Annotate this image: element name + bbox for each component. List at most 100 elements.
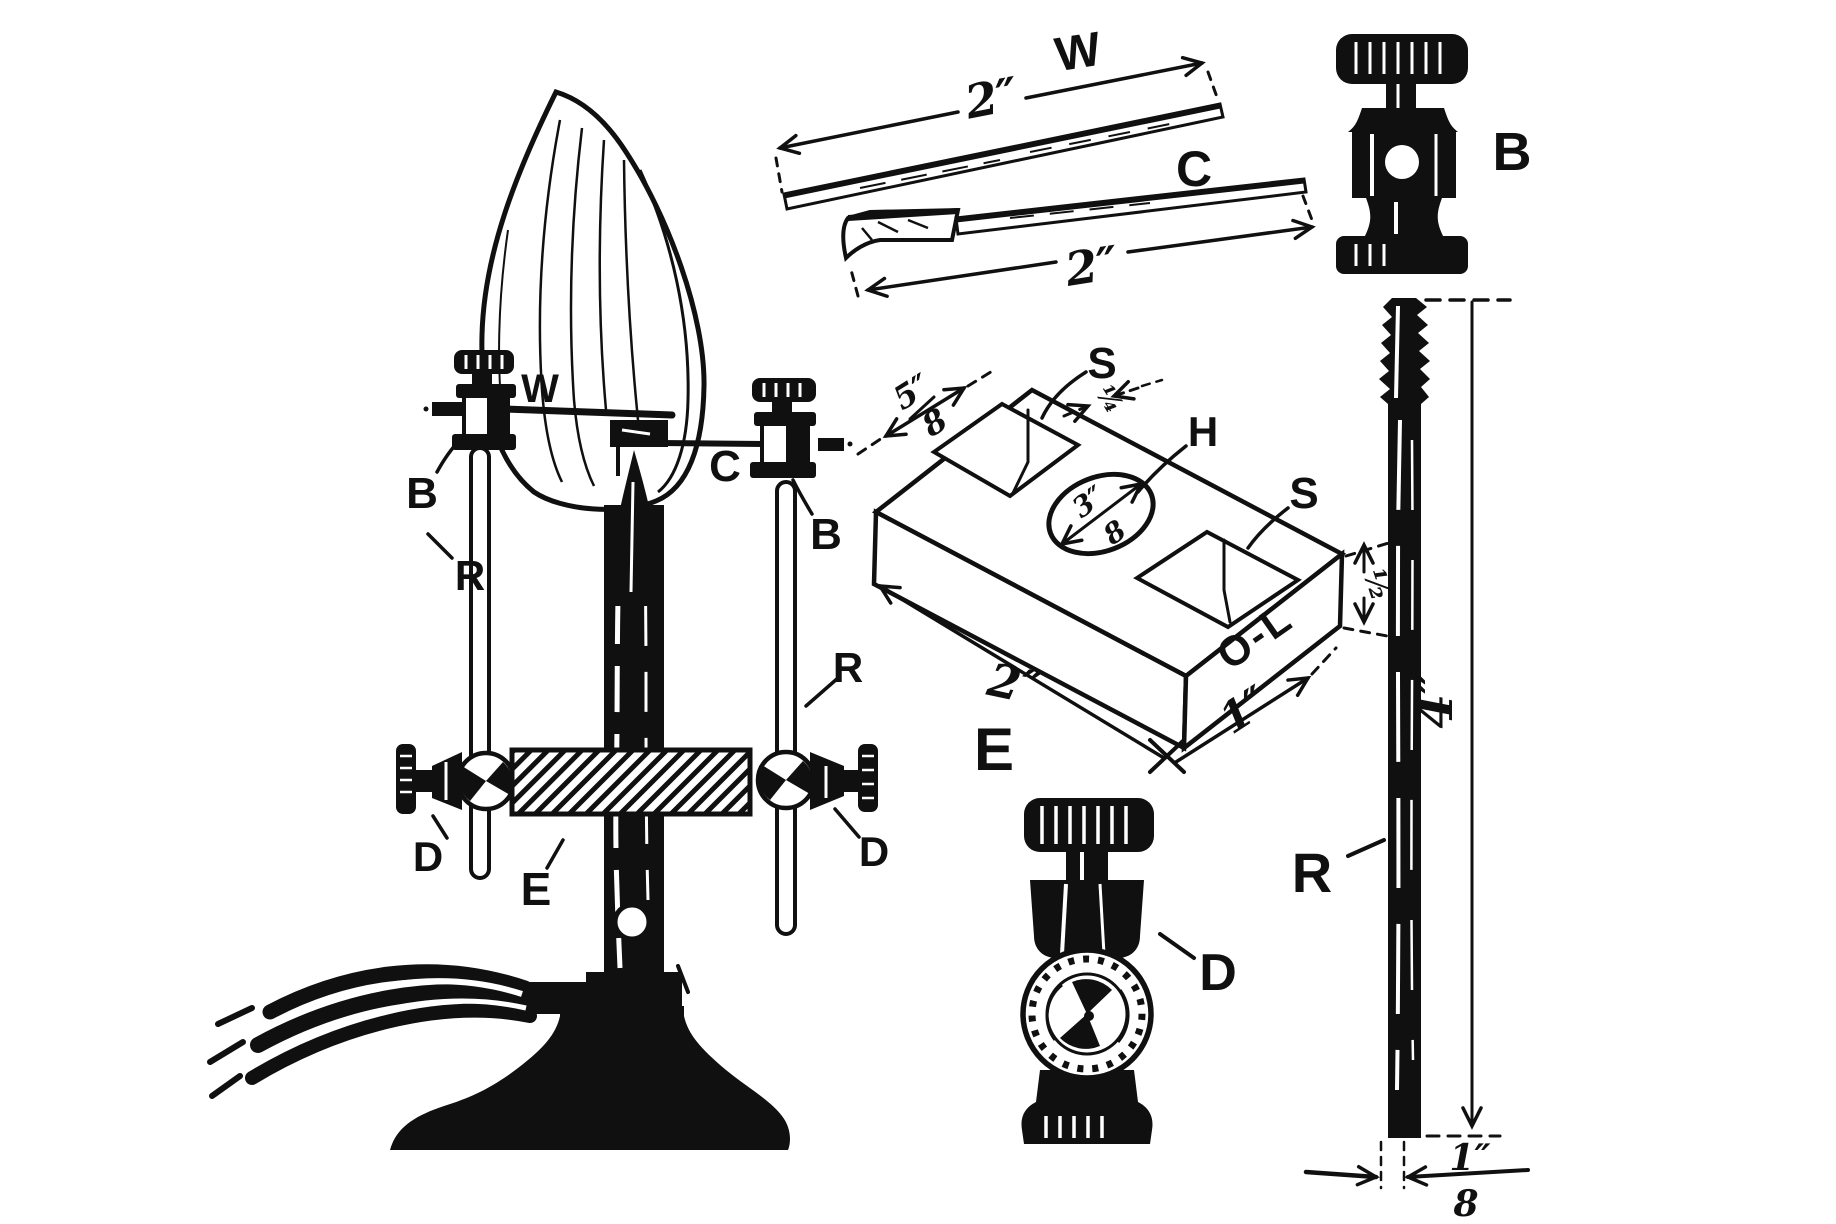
label-r-detail: R: [1292, 841, 1332, 904]
hose-strand: [245, 1003, 537, 1085]
clamp-d-detail: D: [1020, 798, 1237, 1144]
support-rod-left: [469, 446, 491, 880]
binding-screw-right: [750, 378, 853, 478]
slot-a-depth: [1011, 408, 1030, 495]
dim-line: [1404, 1165, 1530, 1187]
label-b-right: B: [810, 510, 842, 559]
wire-stub: [432, 402, 464, 416]
dim-line: [1062, 402, 1092, 423]
dim-extension: [856, 436, 884, 456]
label-d-right: D: [859, 828, 889, 875]
upper-body: [1030, 880, 1144, 958]
label-r-right: R: [833, 644, 863, 691]
leader-e: [545, 838, 565, 870]
leader-b-left: [435, 438, 462, 474]
screw-stem: [414, 770, 434, 792]
leader-r-right: [804, 676, 840, 708]
dim-4in: 4″: [1405, 671, 1464, 729]
wheel-shade: [1072, 979, 1112, 1014]
dim-eighth-den: 8: [1452, 1183, 1478, 1224]
wheel-knurl-ring: [1028, 955, 1146, 1073]
dim-eighth-num: 1″: [1449, 1137, 1490, 1179]
hose-strand: [250, 984, 536, 1053]
flame-streak: [638, 169, 690, 494]
clamp-shade: [487, 398, 506, 436]
dim-2in-w: 2″: [960, 66, 1023, 129]
dim-extension: [1206, 70, 1220, 102]
thread-highlight: [1394, 305, 1400, 399]
binding-screw-left: [423, 350, 516, 450]
block-e-detail: 3″ 8 5″ 8 ¼ ½ 2″ 1″ O-L: [856, 339, 1400, 783]
nut-shade: [458, 766, 486, 801]
wire-w-edge: [783, 103, 1221, 199]
dim-extension: [848, 264, 860, 298]
dim-line: [1024, 55, 1206, 100]
shaft-highlight: [1410, 439, 1415, 1061]
clamp-shade: [786, 426, 806, 462]
leader-r-left: [426, 532, 454, 560]
flame-streak: [569, 127, 596, 487]
wheel-hub: [1084, 1011, 1094, 1021]
shaft-highlight: [1395, 419, 1402, 1091]
dim-line: [1110, 380, 1140, 401]
label-b-detail: B: [1493, 122, 1532, 182]
body-highlight: [1060, 883, 1068, 955]
dim-2in-block: 2″: [982, 652, 1046, 716]
hose-fray: [215, 1005, 255, 1027]
wheel-swirl: [1116, 989, 1130, 1043]
label-h: H: [1188, 408, 1218, 455]
leader-h: [1136, 444, 1188, 494]
burner-base: [390, 1006, 790, 1150]
clamp-flange: [452, 434, 516, 450]
hatched-sleeve-e: [509, 747, 753, 817]
hose-gap: [253, 998, 527, 1065]
label-e-detail: E: [974, 716, 1014, 783]
crossbar-clamp-assembly: [396, 744, 878, 817]
label-d-detail: D: [1199, 944, 1237, 1002]
scoop-hatch: [861, 218, 929, 241]
label-c-detail: C: [1176, 141, 1212, 197]
dim-extension: [774, 156, 784, 194]
dim-line: [864, 260, 1058, 299]
slot-b: [1133, 529, 1302, 630]
corner-x: [1148, 738, 1186, 774]
dim-line: [776, 110, 960, 156]
gas-hose: [207, 964, 537, 1099]
dim-line: [1126, 218, 1316, 254]
wheel-shade: [1060, 1014, 1100, 1049]
hose-fray: [209, 1073, 243, 1099]
dim-extension: [1344, 540, 1394, 558]
wire-grain: [1009, 202, 1151, 219]
support-rod-right: [775, 480, 797, 936]
label-e-burner: E: [521, 863, 552, 915]
wire-w: [502, 405, 676, 419]
leader-r-detail: [1346, 838, 1386, 858]
dim-line: [876, 583, 1166, 760]
junction-highlight: [621, 428, 651, 436]
hole-dia-arrow: [1058, 481, 1145, 547]
leader-d-detail: [1158, 932, 1196, 960]
dim-2in-c: 2″: [1061, 235, 1123, 297]
leader-s1: [1040, 370, 1088, 420]
waist: [1364, 198, 1444, 238]
wire-stub-dot: [847, 441, 853, 447]
dim-extension: [1310, 646, 1338, 676]
label-s2: S: [1289, 469, 1318, 518]
nut-shade: [786, 761, 813, 794]
leader-d-left: [431, 814, 449, 840]
slot-b-depth: [1222, 538, 1232, 624]
wire-w-detail: 2″ W: [774, 23, 1225, 211]
label-w-burner: W: [521, 367, 559, 411]
label-r-left: R: [455, 552, 485, 599]
fraction-bar: [908, 395, 936, 421]
scoop-edge: [847, 208, 959, 221]
slot-length-fraction: 5″ 8: [886, 366, 954, 445]
label-d-left: D: [413, 833, 443, 880]
wire-hole: [1385, 145, 1419, 179]
hose-fray: [207, 1039, 246, 1065]
screw-stem: [1066, 850, 1108, 882]
wire-grain: [1029, 121, 1181, 153]
wire-grain: [859, 159, 1001, 189]
rod-shaft: [1388, 402, 1421, 1138]
dim-extension: [1140, 378, 1164, 388]
